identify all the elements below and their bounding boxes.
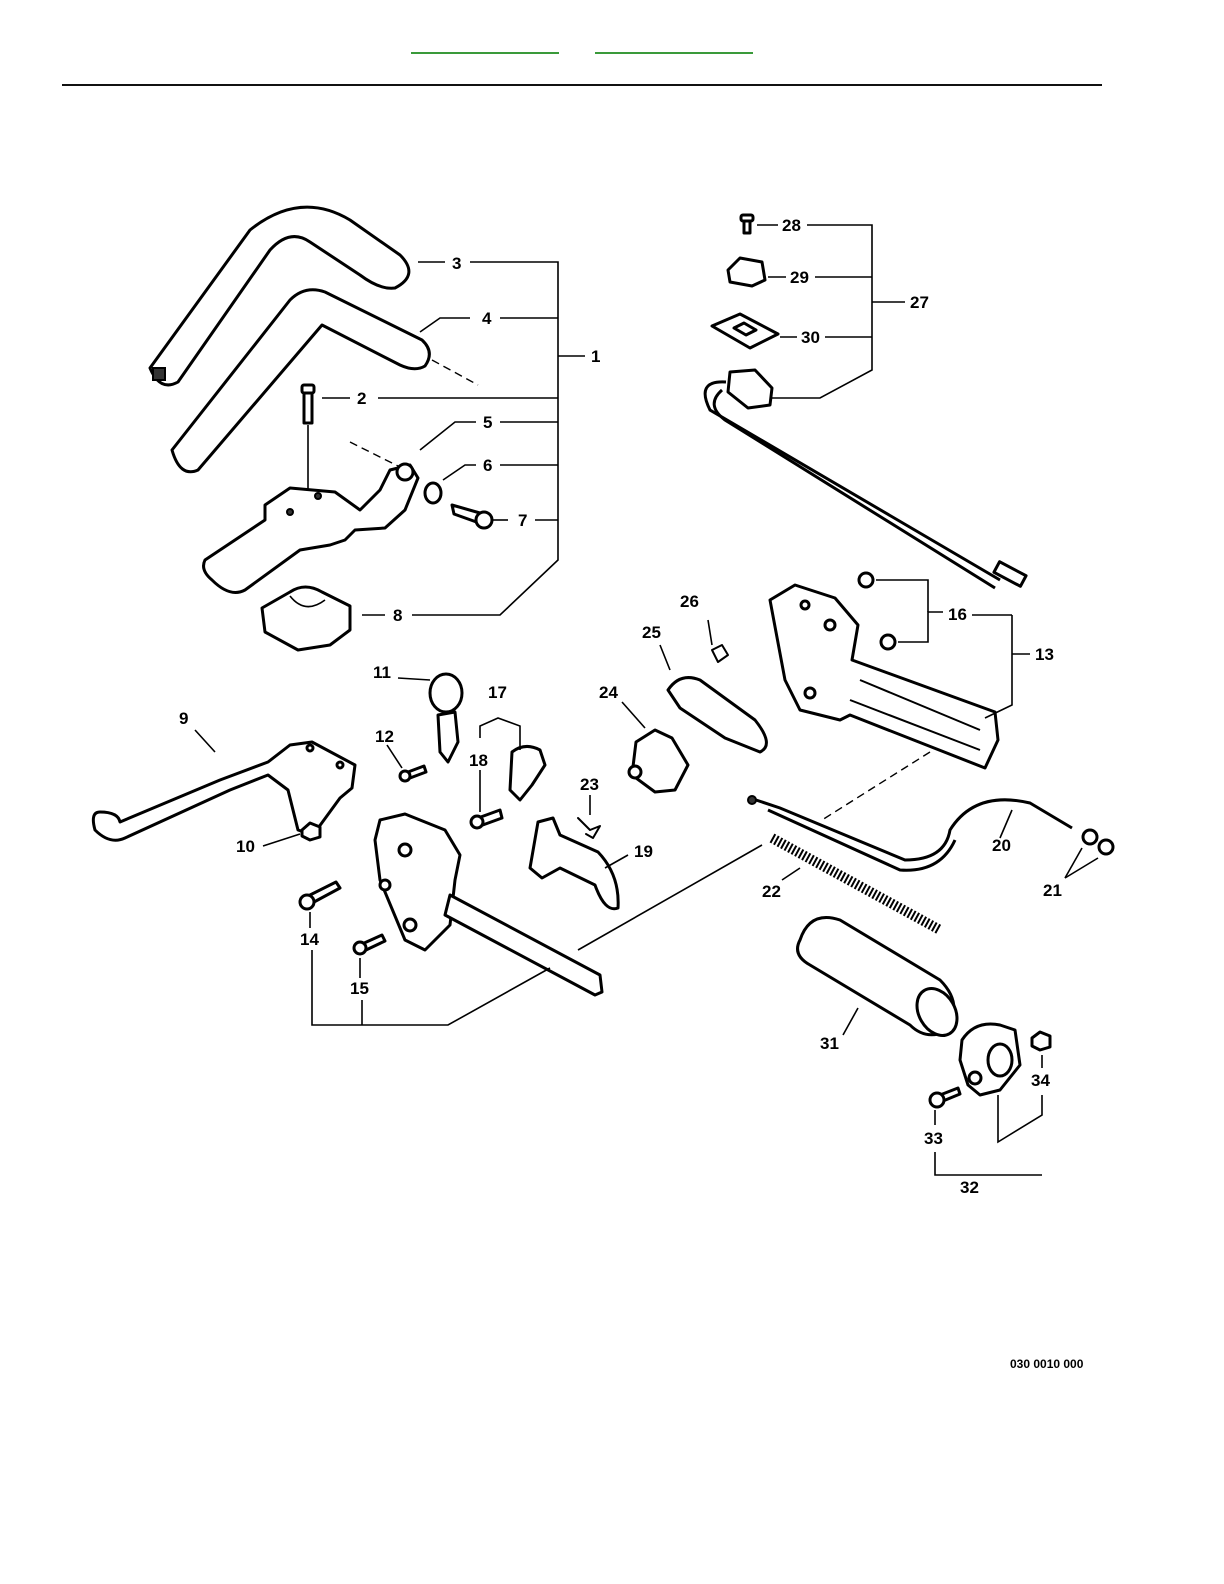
screw-part-28 [741, 215, 753, 233]
callout-14: 14 [300, 930, 319, 949]
spring-part-23 [578, 818, 600, 838]
callout-2: 2 [357, 389, 366, 408]
callout-15: 15 [350, 979, 369, 998]
bolt-part-7 [452, 505, 492, 528]
callout-28: 28 [782, 216, 801, 235]
callout-16: 16 [948, 605, 967, 624]
axis-line-13 [822, 752, 930, 820]
callout-10: 10 [236, 837, 255, 856]
grip-part-31 [798, 918, 966, 1043]
callout-8: 8 [393, 606, 402, 625]
callout-5: 5 [483, 413, 492, 432]
clamp-part-8 [262, 587, 350, 650]
clamp-part-32 [960, 1024, 1020, 1095]
callout-31: 31 [820, 1034, 839, 1053]
callout-23: 23 [580, 775, 599, 794]
stop-switch-wire-part-27 [705, 370, 1026, 588]
callout-11: 11 [373, 663, 391, 682]
axis-line-5 [350, 442, 398, 466]
bolt-part-12 [400, 766, 426, 781]
bolt-part-2 [302, 385, 314, 423]
callout-1: 1 [591, 347, 600, 366]
bolt-part-18 [471, 810, 502, 828]
callout-30: 30 [801, 328, 820, 347]
bolt-part-15 [354, 935, 385, 954]
callout-26: 26 [680, 592, 699, 611]
spring-part-22 [772, 838, 940, 930]
diagram-reference-code: 030 0010 000 [1010, 1357, 1083, 1371]
callout-13: 13 [1035, 645, 1054, 664]
handlebar-bracket-part-5 [204, 464, 418, 592]
callout-29: 29 [790, 268, 809, 287]
nut-part-34 [1032, 1032, 1050, 1050]
callout-22: 22 [762, 882, 781, 901]
clamp-part-17 [510, 746, 545, 800]
callout-25: 25 [642, 623, 661, 642]
throttle-trigger-part-19 [530, 818, 618, 909]
callout-33: 33 [924, 1129, 943, 1148]
callout-27: 27 [910, 293, 929, 312]
spring-part-26 [712, 645, 728, 662]
callout-20: 20 [992, 836, 1011, 855]
callout-4: 4 [482, 309, 492, 328]
cover-part-29 [728, 258, 765, 286]
nut-part-21b [1099, 840, 1113, 854]
washer-part-6 [425, 483, 441, 503]
hanger-part-11 [430, 674, 462, 762]
callout-7: 7 [518, 511, 527, 530]
callout-17: 17 [488, 683, 507, 702]
callout-6: 6 [483, 456, 492, 475]
lever-part-25 [668, 678, 766, 752]
nut-part-21a [1083, 830, 1097, 844]
callout-12: 12 [375, 727, 394, 746]
throttle-cable-part-20 [748, 796, 1072, 870]
callout-24: 24 [599, 683, 618, 702]
trigger-lockout-part-24 [629, 730, 688, 792]
callout-19: 19 [634, 842, 653, 861]
nut-part-16b [881, 635, 895, 649]
nut-part-16a [859, 573, 873, 587]
callout-3: 3 [452, 254, 461, 273]
callout-9: 9 [179, 709, 188, 728]
axis-line-4 [432, 360, 478, 385]
callout-32: 32 [960, 1178, 979, 1197]
callout-18: 18 [469, 751, 488, 770]
bolt-part-14 [300, 882, 340, 909]
callout-21: 21 [1043, 881, 1062, 900]
seal-part-30 [712, 314, 778, 348]
leader-lines-group-27 [757, 225, 905, 398]
callout-34: 34 [1031, 1071, 1050, 1090]
bolt-part-33 [930, 1088, 960, 1107]
